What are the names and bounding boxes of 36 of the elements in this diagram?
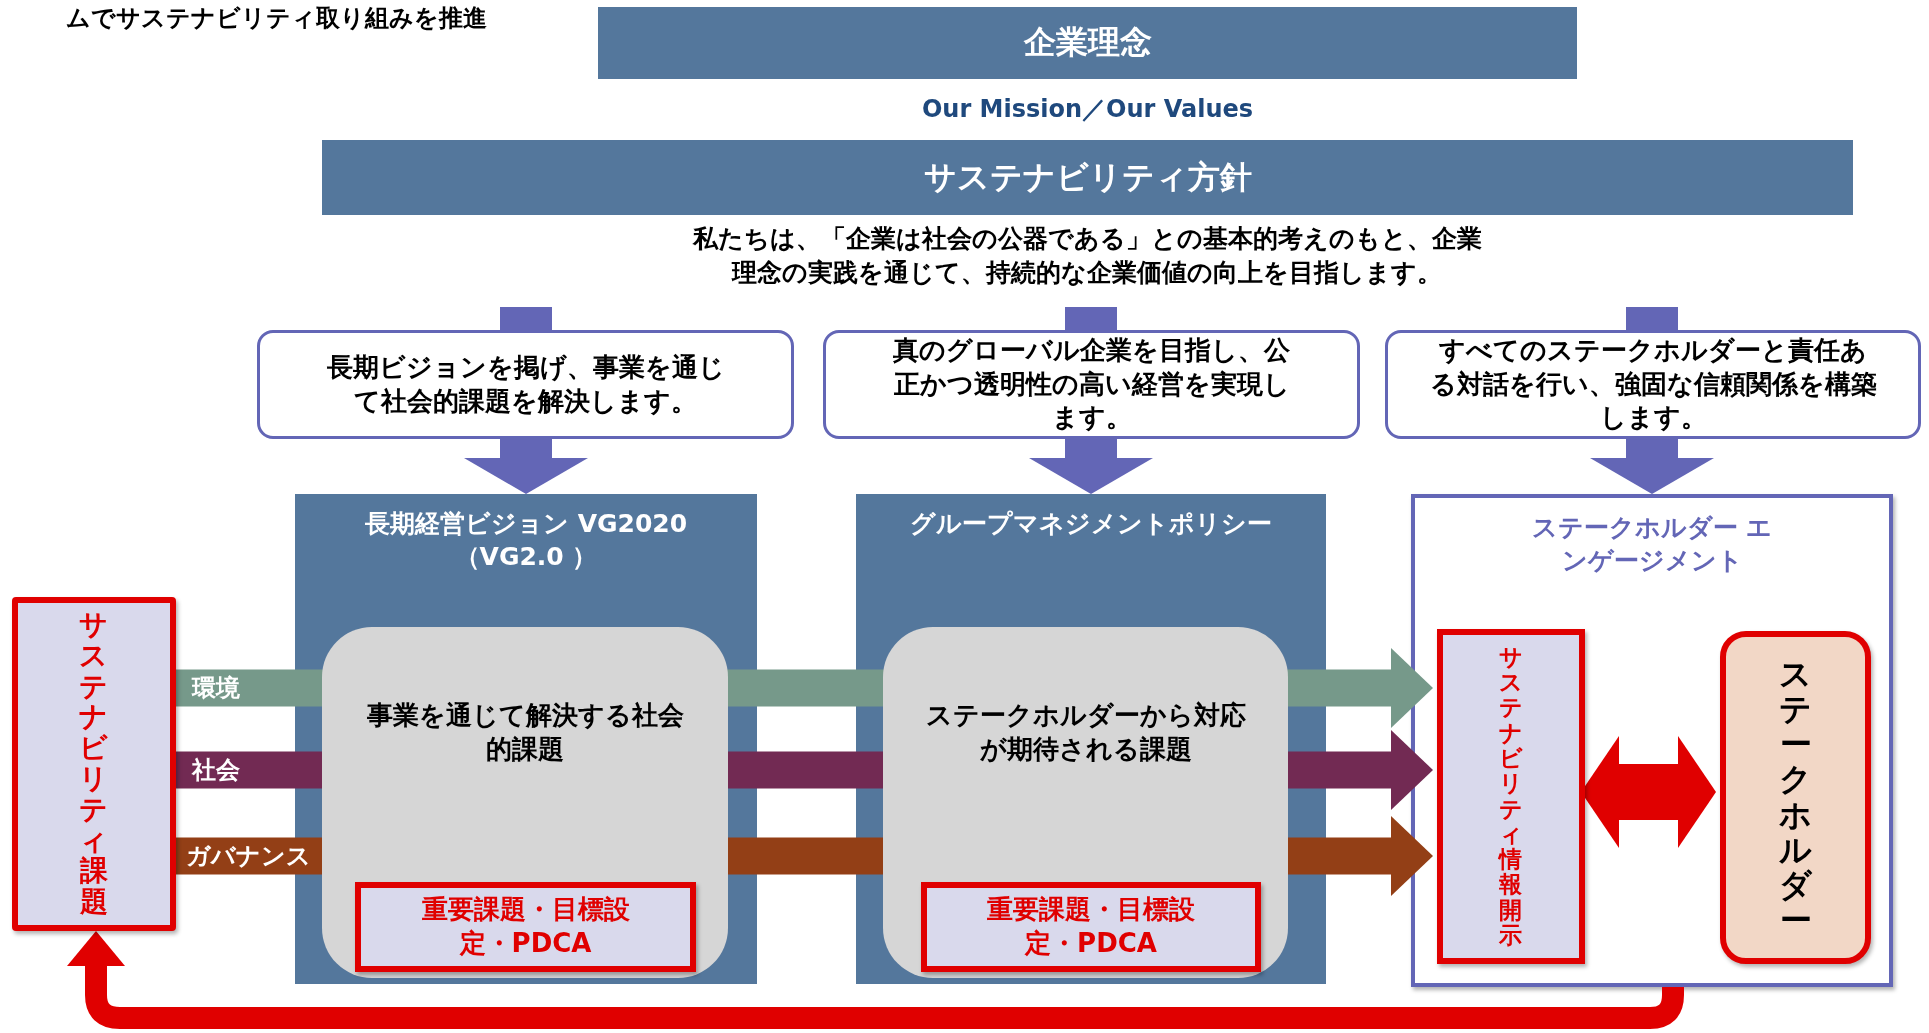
panel-title: グループマネジメントポリシー [910,508,1272,540]
box-text: 真のグローバル企業を目指し、公正かつ透明性の高い経営を実現します。 [892,333,1291,435]
header-bar [598,7,1577,79]
highlight-box [355,882,696,972]
rounded-box [322,627,728,978]
rounded-box [883,627,1288,978]
box-text: ステークホルダー [1778,656,1813,939]
statement-box [257,330,794,439]
subtitle-text: Our Mission／Our Values [920,94,1255,125]
group-panel [856,494,1326,984]
statement-box [823,330,1360,439]
panel-title: 長期経営ビジョン VG2020（VG2.0 ） [363,508,689,573]
statement-box [1385,330,1921,439]
heading-text: ムでサステナビリティ取り組みを推進 [66,3,487,34]
highlight-box [921,882,1261,972]
arrow [1029,439,1153,494]
arrow [1590,439,1714,494]
policy-statement: 私たちは、「企業は社会の公器である」との基本的考えのもと、企業理念の実践を通じて、持続的な企業価値の向上を目指します。 [692,223,1482,289]
box-text: 企業理念 [1023,22,1152,64]
arrow [464,439,588,494]
disclosure-box [1437,629,1585,964]
box-text: 重要課題・目標設定・PDCA [986,893,1196,960]
box-text: 長期ビジョンを掲げ、事業を通じて社会的課題を解決します。 [325,350,726,418]
box-text: サステナビリティ方針 [923,156,1252,198]
box-text: サステナビリティ課題 [79,610,109,918]
issue-box [12,597,176,931]
box-text: 重要課題・目標設定・PDCA [420,893,631,960]
box-text: サステナビリティ情報開示 [1498,644,1524,949]
box-text: ステークホルダーから対応が期待される課題 [924,698,1247,766]
box-text: 事業を通じて解決する社会的課題 [365,698,685,766]
box-text: すべてのステークホルダーと責任ある対話を行い、強固な信頼関係を構築します。 [1428,333,1878,435]
header-bar [322,140,1853,215]
arrow [67,931,1684,1029]
group-panel [1411,494,1893,987]
stakeholder-box [1720,631,1871,964]
panel-title: ステークホルダー エンゲージメント [1530,512,1774,577]
